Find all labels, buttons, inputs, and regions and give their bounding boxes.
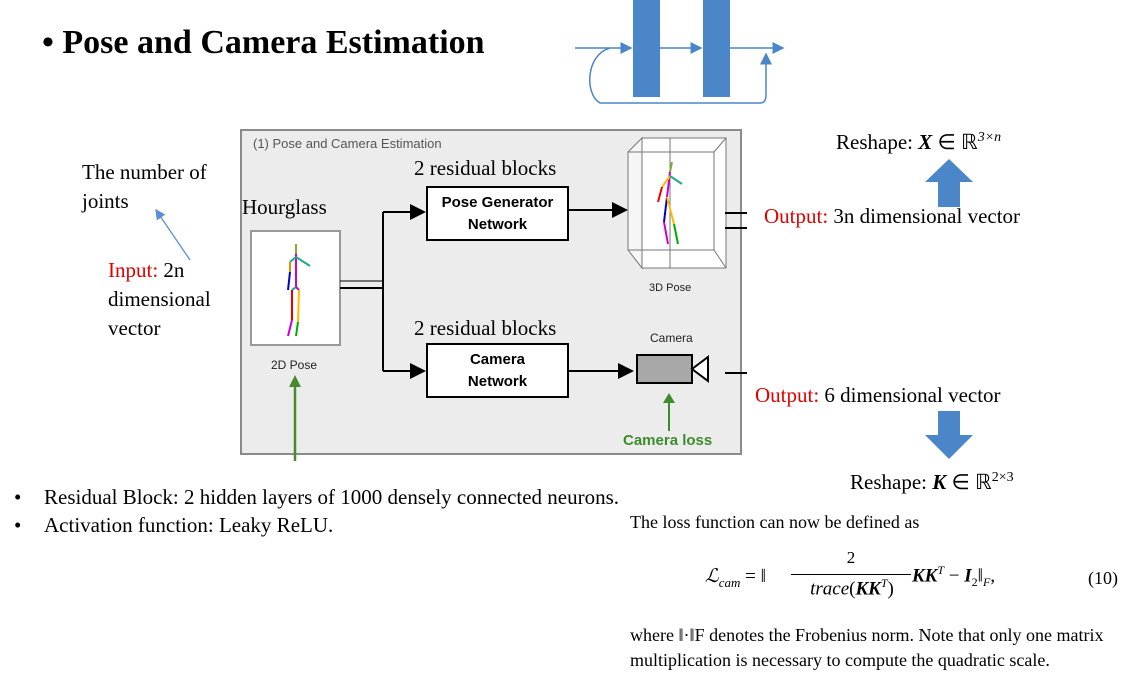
camera-label: Camera: [650, 331, 693, 345]
frobenius-paragraph: where ‖·‖F denotes the Frobenius norm. N…: [630, 625, 1104, 670]
equation-number: (10): [1088, 568, 1118, 588]
3d-pose-image: [627, 136, 727, 270]
reshape-up-arrow: [925, 159, 973, 207]
2d-skeleton: [287, 244, 311, 337]
output-bottom-annotation: Output: 6 dimensional vector: [755, 383, 1001, 407]
input-arrow: [289, 375, 301, 461]
residual-layer-1: [633, 0, 660, 97]
page-title: • Pose and Camera Estimation: [42, 24, 485, 62]
reshape-bottom: Reshape: K ∈ ℝ2×3: [850, 470, 1014, 494]
camera-icon: [636, 354, 709, 384]
reshape-top: Reshape: X ∈ ℝ3×n: [836, 130, 1002, 154]
residual-block-diagram: [575, 0, 785, 104]
joints-arrow: [155, 208, 191, 261]
loss-intro: The loss function can now be defined as: [630, 512, 920, 532]
2d-pose-image: [250, 230, 341, 346]
camera-loss-label: Camera loss: [623, 432, 713, 449]
title-bullet: •: [42, 24, 54, 61]
bullet-list: •Residual Block: 2 hidden layers of 1000…: [14, 483, 624, 539]
bullet-activation: •Activation function: Leaky ReLU.: [14, 513, 334, 537]
hourglass-label: Hourglass: [242, 195, 327, 219]
title-text: Pose and Camera Estimation: [62, 24, 485, 61]
camera-loss-arrow: [663, 393, 675, 431]
residual-bottom-label: 2 residual blocks: [414, 316, 557, 340]
panel-title: (1) Pose and Camera Estimation: [253, 136, 442, 151]
residual-layer-2: [703, 0, 730, 97]
loss-equation: ℒcam = ‖ 2 trace(KKT) KKT − I2‖F,: [705, 548, 996, 600]
output-stubs: [725, 212, 747, 374]
bullet-residual-block: •Residual Block: 2 hidden layers of 1000…: [14, 485, 620, 509]
3d-pose-label: 3D Pose: [649, 282, 692, 294]
output-top-annotation: Output: 3n dimensional vector: [764, 204, 1021, 228]
reshape-down-arrow: [925, 411, 973, 459]
input-annotation: Input: 2n dimensional vector: [108, 258, 211, 340]
joints-annotation: The number of joints: [82, 160, 207, 213]
residual-top-label: 2 residual blocks: [414, 156, 557, 180]
2d-pose-label: 2D Pose: [271, 358, 318, 372]
network-connectors: [340, 202, 634, 379]
